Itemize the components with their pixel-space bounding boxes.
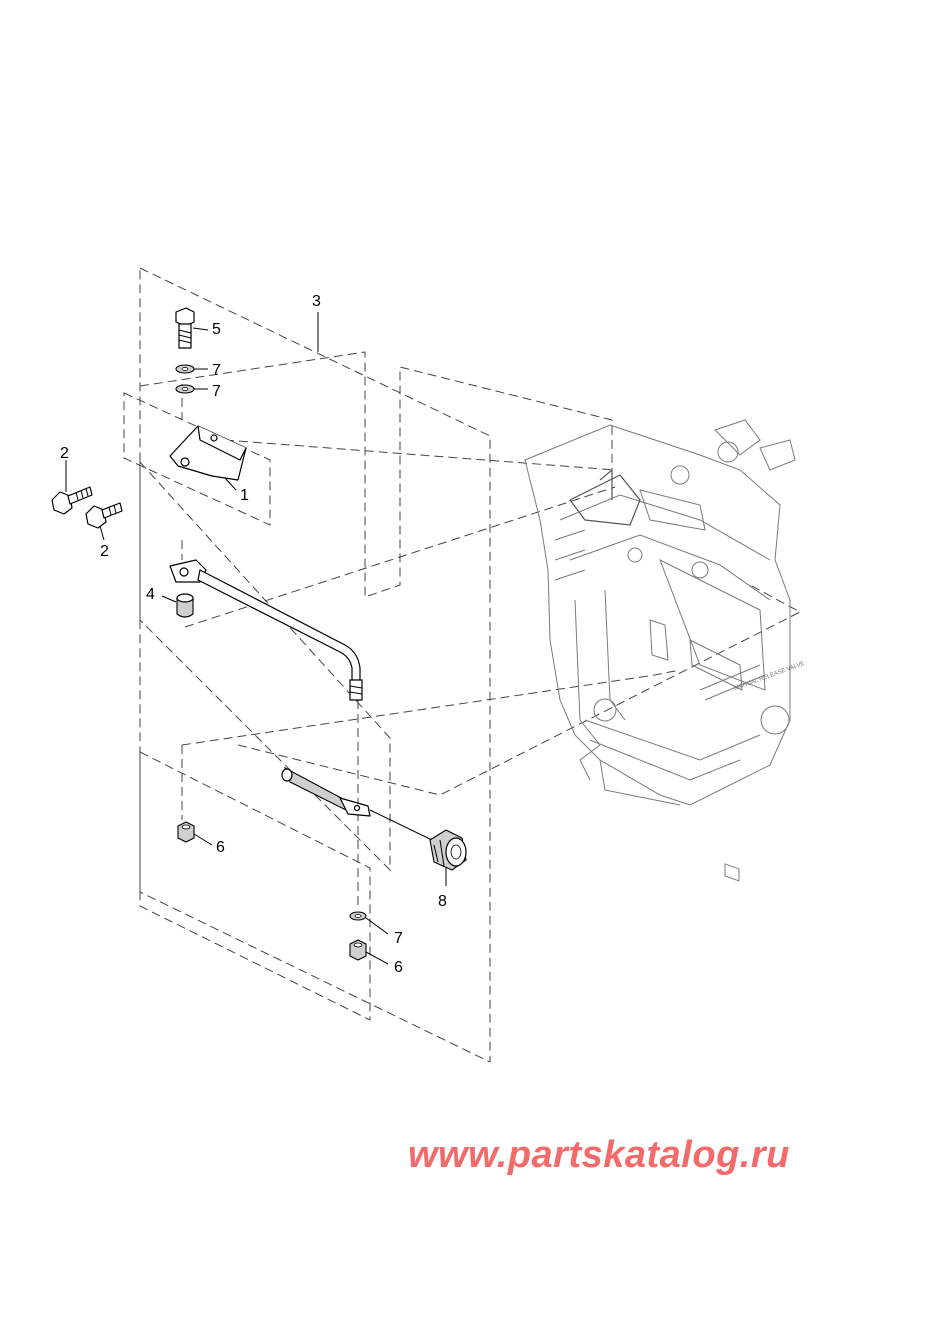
part-1-bracket: [169, 425, 247, 491]
part-link-pin: [281, 766, 433, 841]
callout-4: 4: [146, 586, 155, 603]
projection-lower: [181, 584, 802, 796]
callout-7-lower: 7: [394, 930, 403, 947]
callout-2-lower: 2: [100, 543, 109, 560]
assembly-outlines: [123, 267, 802, 1063]
callout-7-middle: 7: [212, 383, 221, 400]
part-8-knob: [429, 829, 467, 886]
part-2-bolt-upper: [51, 460, 93, 515]
outline-main: [139, 267, 491, 1063]
callout-8: 8: [438, 893, 447, 910]
callout-2-upper: 2: [60, 445, 69, 462]
projection-vertical: [181, 384, 359, 905]
part-rod: [169, 559, 363, 701]
callout-1: 1: [240, 487, 249, 504]
part-6-nut-upper: [177, 821, 213, 846]
part-5-bolt: [175, 307, 209, 349]
outline-bracket: [123, 392, 271, 526]
part-7-washer-lower: [349, 911, 389, 935]
part-6-nut-lower: [349, 939, 389, 965]
callout-5: 5: [212, 321, 221, 338]
projection-upper: [139, 351, 613, 598]
callout-3: 3: [312, 293, 321, 310]
engine-label: MANUAL RELEASE VALVE: [734, 661, 806, 692]
part-2-bolt-lower: [85, 502, 123, 541]
callouts: 1 2 2 3 4 5 6 6 7 7 7 8: [60, 293, 447, 976]
outline-rod: [139, 460, 391, 872]
parts: [51, 307, 467, 965]
callout-7-upper: 7: [212, 362, 221, 379]
callout-6-lower: 6: [394, 959, 403, 976]
part-4-spacer: [161, 593, 194, 618]
outline-lower: [139, 751, 371, 1021]
watermark: www.partskatalog.ru: [408, 1134, 790, 1176]
engine-bracket-assembly: MANUAL RELEASE VALVE: [524, 419, 806, 882]
part-7-washer-middle: [175, 384, 208, 394]
callout-6-upper: 6: [216, 839, 225, 856]
part-7-washer-upper: [175, 364, 208, 374]
